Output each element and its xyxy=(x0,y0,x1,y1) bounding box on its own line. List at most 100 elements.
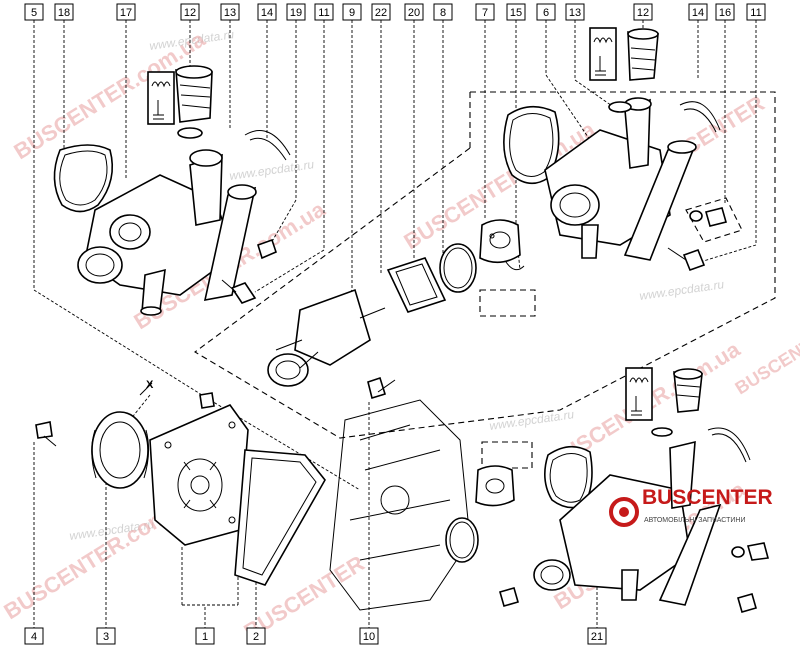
logo-core-icon xyxy=(619,507,629,517)
bolt-16 xyxy=(705,207,727,227)
logo-tagline: АВТОМОБІЛЬНІ ЗАПЧАСТИНИ xyxy=(644,517,745,524)
hose-pipe xyxy=(621,569,639,601)
callout-17: 17 xyxy=(116,3,136,21)
callout-number: 13 xyxy=(224,7,236,19)
retaining-clip xyxy=(707,427,751,463)
buscenter-logo: BUSCENTER АВТОМОБІЛЬНІ ЗАПЧАСТИНИ xyxy=(609,486,773,527)
assembly-frame xyxy=(194,91,776,439)
callout-14: 14 xyxy=(257,3,277,21)
callout-11: 11 xyxy=(314,3,334,21)
o-ring xyxy=(445,517,479,563)
callout-number: 2 xyxy=(253,631,259,643)
retaining-clip-14 xyxy=(244,130,291,161)
callout-number: 18 xyxy=(58,7,70,19)
callout-number: 11 xyxy=(318,7,329,19)
callout-13: 13 xyxy=(220,3,240,21)
pump-gasket-2 xyxy=(234,449,326,586)
detail-box xyxy=(481,441,533,469)
sensor-symbol-box xyxy=(589,27,617,81)
callout-11: 11 xyxy=(746,3,766,21)
thermostat-cover-9 xyxy=(294,288,371,366)
detail-box xyxy=(479,289,536,317)
callout-number: 12 xyxy=(637,7,649,19)
callout-20: 20 xyxy=(404,3,424,21)
o-ring-13 xyxy=(608,101,632,113)
bolt-5 xyxy=(199,392,215,409)
sensor-symbol-box xyxy=(625,367,653,421)
housing-outlet xyxy=(77,246,123,284)
sensor-symbol-box xyxy=(147,71,175,125)
thermostat-housing-assembly-right xyxy=(503,27,727,272)
callout-number: 4 xyxy=(31,631,37,643)
callout-number: 8 xyxy=(440,7,446,19)
callout-18: 18 xyxy=(54,3,74,21)
callout-7: 7 xyxy=(475,3,495,21)
bolt-head-11 xyxy=(682,248,706,272)
alignment-line-22 xyxy=(359,307,386,319)
callout-4: 4 xyxy=(24,627,44,645)
callout-number: 16 xyxy=(719,7,731,19)
callout-number: 6 xyxy=(543,7,549,19)
callout-10: 10 xyxy=(359,627,379,645)
callout-19: 19 xyxy=(286,3,306,21)
callout-9: 9 xyxy=(342,3,362,21)
hose-pipe xyxy=(669,440,696,509)
callout-number: 19 xyxy=(290,7,302,19)
callout-1: 1 xyxy=(195,627,215,645)
washer-16 xyxy=(689,210,703,222)
callout-22: 22 xyxy=(371,3,391,21)
thermostat-housing-assembly-bottom xyxy=(445,367,770,613)
watermark-epcdata: www.epcdata.ru xyxy=(228,157,315,183)
callout-number: 14 xyxy=(692,7,704,19)
callout-12: 12 xyxy=(180,3,200,21)
thermostat-housing-assembly-left xyxy=(53,65,291,316)
callout-3: 3 xyxy=(96,627,116,645)
water-pump-body-1 xyxy=(149,404,249,546)
callout-number: 17 xyxy=(120,7,132,19)
o-ring-8 xyxy=(439,243,477,293)
callout-number: 5 xyxy=(31,7,37,19)
watermark-epcdata: www.epcdata.ru xyxy=(488,407,575,433)
water-pump-assembly xyxy=(35,382,326,586)
bolt xyxy=(746,542,770,561)
watermark-buscenter: BUSCENTER xyxy=(732,322,800,398)
hose-pipe xyxy=(658,503,722,606)
callout-6: 6 xyxy=(536,3,556,21)
thermostat-stack xyxy=(267,219,525,400)
callout-number: 21 xyxy=(591,631,603,643)
watermark-epcdata: www.epcdata.ru xyxy=(638,277,725,303)
nut-19 xyxy=(257,238,277,260)
detail-letter-x: X xyxy=(146,379,154,391)
callout-8: 8 xyxy=(433,3,453,21)
leader-lines xyxy=(33,20,757,630)
callout-number: 7 xyxy=(482,7,488,19)
callout-number: 9 xyxy=(349,7,355,19)
callout-number: 22 xyxy=(375,7,387,19)
retaining-clip-14 xyxy=(679,101,721,133)
gasket-ring-18 xyxy=(53,144,114,213)
hose-pipe xyxy=(581,224,599,259)
callout-5: 5 xyxy=(24,3,44,21)
logo-brand-text: BUSCENTER xyxy=(642,486,773,509)
callout-number: 14 xyxy=(261,7,273,19)
bolt xyxy=(499,587,519,607)
thermostat-7 xyxy=(479,219,521,264)
callout-number: 3 xyxy=(103,631,109,643)
callout-number: 11 xyxy=(750,7,761,19)
callout-number: 10 xyxy=(363,631,375,643)
callout-13: 13 xyxy=(565,3,585,21)
callout-number: 15 xyxy=(510,7,522,19)
o-ring-13 xyxy=(177,127,203,139)
callout-15: 15 xyxy=(506,3,526,21)
bolt-head-11 xyxy=(230,282,257,304)
callout-number: 20 xyxy=(408,7,420,19)
callouts-top: 5 18 17 12 13 14 19 11 9 22 20 8 7 15 6 13 12 14 16 11 xyxy=(24,3,766,21)
callout-14: 14 xyxy=(688,3,708,21)
callouts-bottom: 4 3 1 2 10 21 xyxy=(24,627,607,645)
callout-number: 13 xyxy=(569,7,581,19)
engine-block xyxy=(329,399,471,611)
bolt xyxy=(737,593,757,613)
callout-2: 2 xyxy=(246,627,266,645)
